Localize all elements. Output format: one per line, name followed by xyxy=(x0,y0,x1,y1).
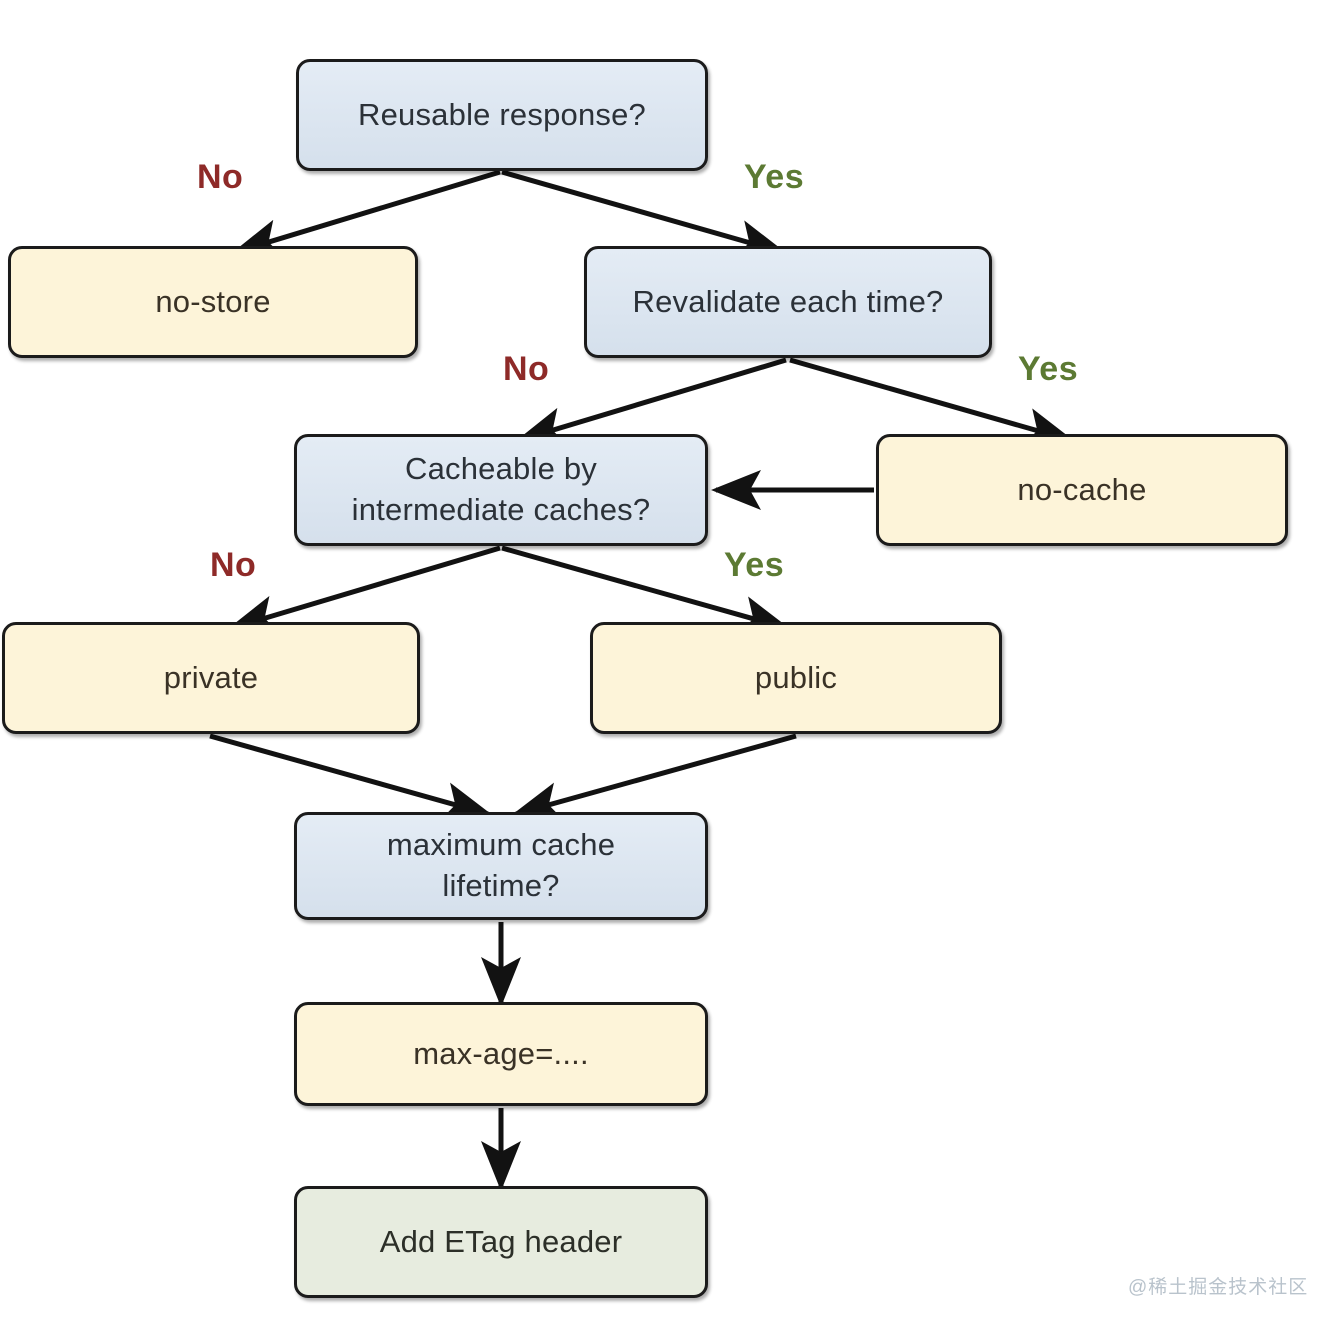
node-max-age[interactable]: max-age=.... xyxy=(294,1002,708,1106)
watermark: @稀土掘金技术社区 xyxy=(1128,1277,1309,1298)
node-label: no-store xyxy=(155,283,271,319)
node-label: public xyxy=(754,659,838,695)
edge-revalidate-to-cacheable xyxy=(515,357,787,447)
edge-reusable-to-no-store xyxy=(231,169,501,259)
edge-cacheable-to-private xyxy=(227,545,501,635)
node-public[interactable]: public xyxy=(590,622,1002,734)
node-no-store[interactable]: no-store xyxy=(8,246,418,358)
node-label: private xyxy=(163,659,259,695)
edge-label-no-revalidate: No xyxy=(503,350,550,388)
node-label: Revalidate each time? xyxy=(632,283,944,319)
edge-label-no-cacheable: No xyxy=(210,546,257,584)
edge-label-yes-reusable: Yes xyxy=(744,158,805,196)
node-label: Reusable response? xyxy=(358,96,646,132)
node-label: Add ETag header xyxy=(379,1223,623,1259)
node-revalidate-each-time[interactable]: Revalidate each time? xyxy=(584,246,992,358)
node-private[interactable]: private xyxy=(2,622,420,734)
edge-label-no-reusable: No xyxy=(197,158,244,196)
edge-public-to-max-life xyxy=(511,733,797,822)
node-label: no-cache xyxy=(1017,471,1147,507)
node-label: max-age=.... xyxy=(413,1035,589,1071)
node-no-cache[interactable]: no-cache xyxy=(876,434,1288,546)
edge-reusable-to-revalidate xyxy=(501,169,787,259)
edge-label-yes-revalidate: Yes xyxy=(1018,350,1079,388)
edge-label-yes-cacheable: Yes xyxy=(724,546,785,584)
edge-private-to-max-life xyxy=(209,733,493,822)
node-add-etag-header[interactable]: Add ETag header xyxy=(294,1186,708,1298)
node-reusable-response[interactable]: Reusable response? xyxy=(296,59,708,171)
